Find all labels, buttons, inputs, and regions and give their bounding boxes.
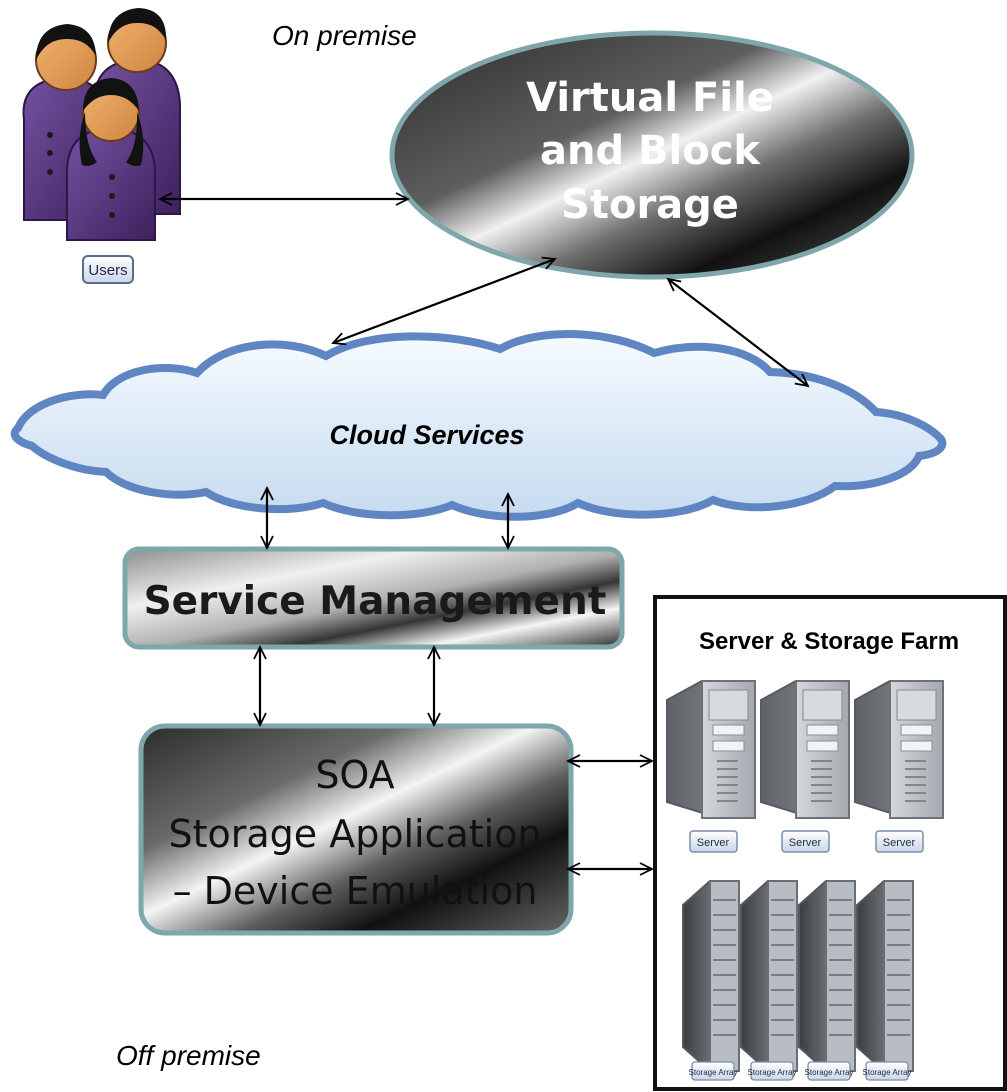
storage-array-label-4: Storage Array (863, 1068, 912, 1077)
virtual-storage-line-3: Storage (561, 182, 739, 228)
soa-line-2: Storage Application (168, 812, 541, 856)
server-badge-label-1: Server (697, 837, 730, 849)
server-badge-label-3: Server (883, 837, 916, 849)
virtual-storage-to-cloud-right-arrow (668, 279, 808, 386)
cloud-services-label: Cloud Services (329, 420, 524, 450)
server-icon: Server (666, 680, 756, 853)
connections (160, 199, 808, 869)
storage-array-label-3: Storage Array (805, 1068, 854, 1077)
storage-array-badge: Storage Array (805, 1061, 854, 1081)
storage-array-label-1: Storage Array (689, 1068, 738, 1077)
server-icon: Server (854, 680, 944, 853)
storage-array-badge: Storage Array (748, 1061, 797, 1081)
server-badge: Server (781, 830, 830, 853)
service-management-label: Service Management (144, 579, 607, 624)
on-premise-label: On premise (272, 20, 417, 51)
soa-line-1: SOA (315, 753, 394, 797)
storage-array-icon: Storage Array (740, 880, 798, 1081)
server-icon: Server (760, 680, 850, 853)
soa-node: SOA Storage Application – Device Emulati… (138, 723, 574, 936)
storage-array-label-2: Storage Array (748, 1068, 797, 1077)
off-premise-label: Off premise (116, 1040, 261, 1071)
cloud-services-node: Cloud Services (10, 330, 947, 521)
storage-array-icon: Storage Array (798, 880, 856, 1081)
storage-array-badge: Storage Array (689, 1061, 738, 1081)
storage-array-icon: Storage Array (856, 880, 914, 1081)
cloud-to-virtual-storage-arrow (333, 259, 555, 343)
service-management-node: Service Management (122, 546, 625, 650)
farm-title: Server & Storage Farm (699, 628, 959, 655)
storage-array-badge: Storage Array (863, 1061, 912, 1081)
server-badge: Server (689, 830, 738, 853)
users-icon: Users (22, 8, 181, 284)
users-badge: Users (82, 255, 134, 284)
users-badge-label: Users (88, 262, 127, 279)
soa-line-3: – Device Emulation (173, 869, 538, 913)
server-badge-label-2: Server (789, 837, 822, 849)
virtual-storage-node: Virtual File and Block Storage (389, 30, 915, 280)
storage-array-icon: Storage Array (682, 880, 740, 1081)
virtual-storage-line-2: and Block (540, 128, 761, 174)
server-storage-farm: Server & Storage Farm Server Serve (653, 595, 1007, 1091)
server-badge: Server (875, 830, 924, 853)
virtual-storage-line-1: Virtual File (526, 75, 774, 121)
